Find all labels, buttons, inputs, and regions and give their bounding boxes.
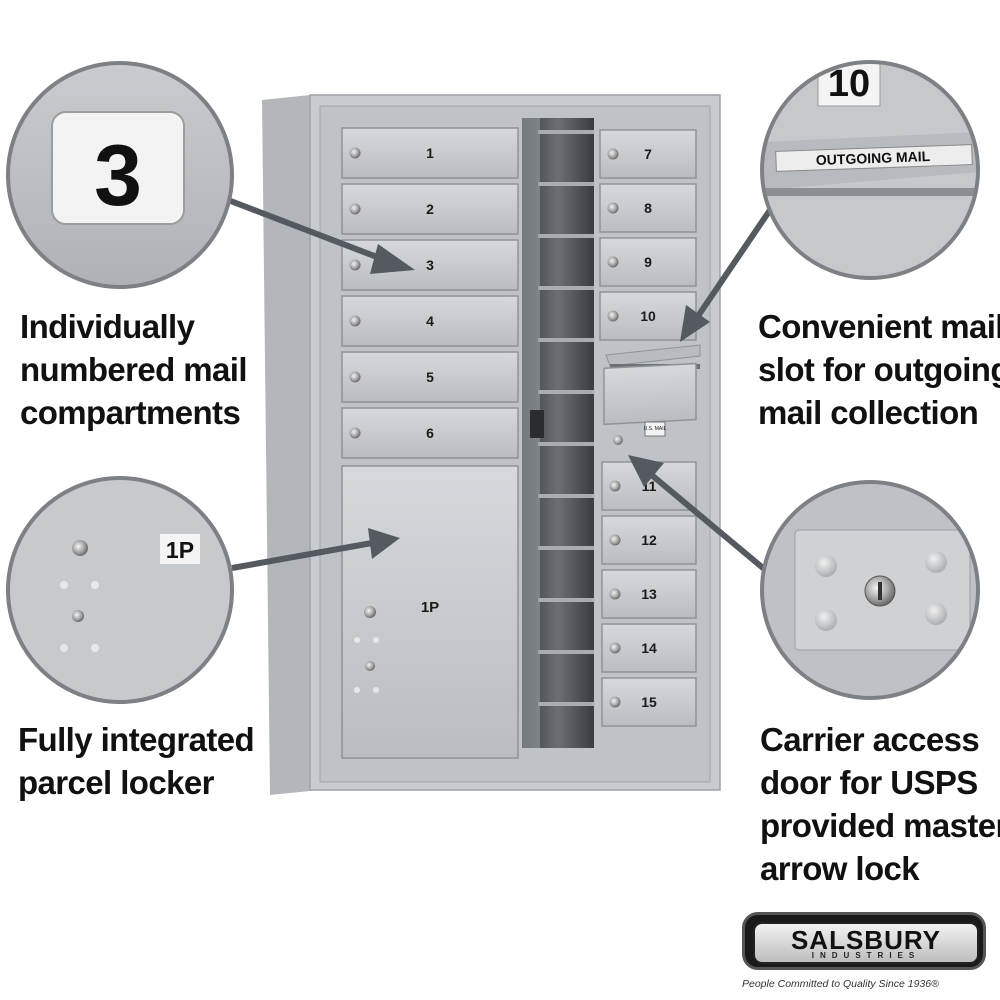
caption-line: door for USPS xyxy=(760,764,978,801)
door-number-label: 1 xyxy=(426,145,434,161)
zoom-compartment-number: 3 xyxy=(6,61,234,289)
interior-shelf xyxy=(538,702,594,706)
door-lock-icon xyxy=(349,203,361,215)
door-lock-icon xyxy=(609,480,621,492)
caption-compartments: Individually numbered mail compartments xyxy=(20,305,248,434)
door-lock-icon xyxy=(349,259,361,271)
logo-tagline: People Committed to Quality Since 1936® xyxy=(742,978,939,990)
salsbury-logo: SALSBURY INDUSTRIES People Committed to … xyxy=(742,912,990,1000)
door-number-label: 13 xyxy=(641,586,657,602)
door-lock-icon xyxy=(607,202,619,214)
caption-line: Carrier access xyxy=(760,721,980,758)
caption-line: Individually xyxy=(20,308,195,345)
door-number-label: 5 xyxy=(426,369,434,385)
interior-shelf xyxy=(538,182,594,186)
door-number-label: 14 xyxy=(641,640,657,656)
zoom-parcel-label: 1P xyxy=(166,537,194,563)
zoom-carrier-lock xyxy=(760,480,980,700)
caption-line: arrow lock xyxy=(760,850,920,887)
door-lock-icon xyxy=(607,256,619,268)
mailbox-door[interactable]: 13 xyxy=(601,569,697,619)
caption-line: Convenient mail xyxy=(758,308,1000,345)
caption-line: slot for outgoing xyxy=(758,351,1000,388)
mailbox-door[interactable]: 1 xyxy=(341,127,519,179)
pointer-arrows xyxy=(226,197,777,581)
mailbox-door[interactable]: 7 xyxy=(599,129,697,179)
door-lock-icon xyxy=(349,427,361,439)
door-lock-icon xyxy=(349,315,361,327)
zoom-number-3: 3 xyxy=(94,128,142,224)
interior-shelf xyxy=(538,650,594,654)
door-number-label: 6 xyxy=(426,425,434,441)
interior-shelf xyxy=(538,338,594,342)
caption-outgoing-slot: Convenient mail slot for outgoing mail c… xyxy=(758,305,1000,434)
door-lock-icon xyxy=(349,371,361,383)
zoom-parcel-locker: 1P xyxy=(6,476,234,704)
mailbox-door[interactable]: 4 xyxy=(341,295,519,347)
interior-shelf xyxy=(538,130,594,134)
zoom-outgoing-label: OUTGOING MAIL xyxy=(816,148,931,168)
interior-shelf xyxy=(538,546,594,550)
zoom-outgoing-mail: 10 OUTGOING MAIL xyxy=(760,60,980,280)
caption-line: Fully integrated xyxy=(18,721,255,758)
logo-name: SALSBURY xyxy=(790,925,942,955)
interior-shelf xyxy=(538,234,594,238)
door-number-label: 2 xyxy=(426,201,434,217)
door-number-label: 9 xyxy=(644,254,652,270)
mailbox-door[interactable]: 10 xyxy=(599,291,697,341)
caption-parcel-locker: Fully integrated parcel locker xyxy=(18,718,255,804)
parcel-door-number: 1P xyxy=(421,599,439,616)
logo-badge: SALSBURY INDUSTRIES xyxy=(742,912,986,970)
door-lock-icon xyxy=(349,147,361,159)
logo-inner-plate: SALSBURY INDUSTRIES xyxy=(753,922,979,964)
mailbox-door[interactable]: 12 xyxy=(601,515,697,565)
logo-subtitle: INDUSTRIES xyxy=(811,951,921,960)
open-interior xyxy=(522,118,594,748)
parcel-lock-icon xyxy=(364,606,376,618)
interior-shelf xyxy=(538,286,594,290)
door-lock-icon xyxy=(609,696,621,708)
door-number-label: 4 xyxy=(426,313,434,329)
door-number-label: 12 xyxy=(641,532,657,548)
interior-shelf xyxy=(538,598,594,602)
caption-line: provided master xyxy=(760,807,1000,844)
left-door-column: 1 2 3 4 5 6 xyxy=(341,127,519,459)
right-door-column-top: 7 8 9 10 xyxy=(599,129,697,341)
door-number-label: 15 xyxy=(641,694,657,710)
interior-shelf xyxy=(538,494,594,498)
interior-shelf xyxy=(538,390,594,394)
usps-plate-label: U.S. MAIL xyxy=(644,426,667,432)
mailbox-door[interactable]: 15 xyxy=(601,677,697,727)
caption-line: compartments xyxy=(20,394,241,431)
door-number-label: 10 xyxy=(640,308,656,324)
door-number-label: 8 xyxy=(644,200,652,216)
door-number-label: 7 xyxy=(644,146,652,162)
door-number-label: 3 xyxy=(426,257,434,273)
parcel-locker-door[interactable]: 1P xyxy=(341,465,519,759)
caption-line: parcel locker xyxy=(18,764,214,801)
zoom-number-10: 10 xyxy=(828,63,870,105)
mailbox-door[interactable]: 2 xyxy=(341,183,519,235)
carrier-lock-icon xyxy=(613,435,623,445)
caption-carrier-door: Carrier access door for USPS provided ma… xyxy=(760,718,1000,890)
door-lock-icon xyxy=(607,310,619,322)
door-lock-icon xyxy=(609,642,621,654)
caption-line: mail collection xyxy=(758,394,979,431)
door-lock-icon xyxy=(609,534,621,546)
mailbox-door[interactable]: 9 xyxy=(599,237,697,287)
zoom-parcel-lock-icon xyxy=(72,540,88,556)
mailbox-door[interactable]: 8 xyxy=(599,183,697,233)
mailbox-door[interactable]: 6 xyxy=(341,407,519,459)
interior-shelf xyxy=(538,442,594,446)
caption-line: numbered mail xyxy=(20,351,248,388)
carrier-access-door[interactable]: U.S. MAIL xyxy=(603,362,697,445)
mailbox-door[interactable]: 5 xyxy=(341,351,519,403)
mailbox-door[interactable]: 14 xyxy=(601,623,697,673)
door-lock-icon xyxy=(607,148,619,160)
mailbox-door[interactable]: 3 xyxy=(341,239,519,291)
door-lock-icon xyxy=(609,588,621,600)
